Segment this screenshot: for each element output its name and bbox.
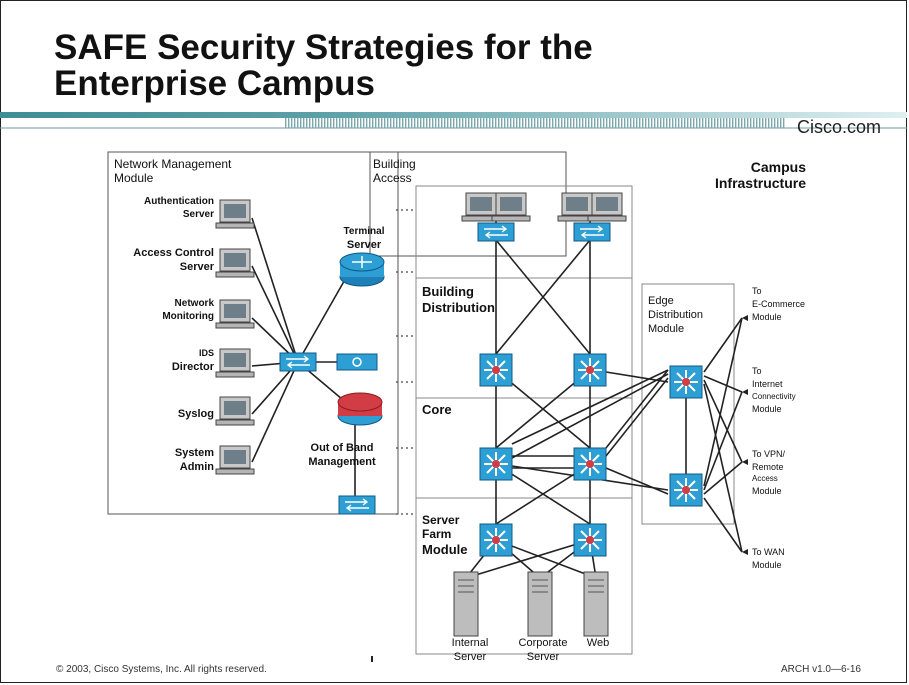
dest-arrowheads — [742, 315, 748, 555]
server-farm-label-1: Server — [422, 513, 460, 527]
dest-internet-line-3: Connectivity — [752, 392, 796, 401]
terminal-server-label-2: Server — [347, 239, 382, 251]
server-web-label-1: Web — [587, 637, 609, 649]
nm-host-ids: IDS Director — [172, 348, 255, 378]
nm-host-admin: System Admin — [175, 445, 255, 475]
edge-distribution-label-2: Distribution — [648, 309, 703, 321]
terminal-server-router — [339, 252, 385, 287]
server-corporate-label-1: Corporate — [519, 637, 568, 649]
dest-vpn-line-4: Module — [752, 486, 782, 496]
dest-ecommerce-line-3: Module — [752, 312, 782, 322]
server-internal-label-1: Internal — [452, 637, 489, 649]
dest-vpn-line-3: Access — [752, 474, 778, 483]
nm-leader-lines — [396, 209, 416, 515]
dest-ecommerce-line-1: To — [752, 286, 762, 296]
server-corporate — [527, 571, 553, 637]
dest-internet-line-2: Internet — [752, 379, 783, 389]
nm-host-admin-line-2: Admin — [180, 461, 215, 473]
building-access-label-2: Access — [373, 171, 412, 185]
server-farm-label-3: Module — [422, 542, 468, 557]
access-switch-left — [477, 222, 515, 242]
nm-host-ids-line-2: Director — [172, 361, 215, 373]
distribution-switch-right — [573, 353, 607, 387]
dest-wan-line-1: To WAN — [752, 547, 785, 557]
nm-host-acs-line-1: Access Control — [133, 247, 214, 259]
nm-host-monitoring: Network Monitoring — [162, 298, 255, 329]
nm-module-label-2: Module — [114, 171, 154, 185]
nm-host-auth: Authentication Server — [144, 196, 255, 229]
server-farm-label-2: Farm — [422, 527, 451, 541]
nm-host-syslog: Syslog — [178, 396, 255, 426]
nm-module-box — [107, 151, 399, 515]
server-internal — [453, 571, 479, 637]
campus-region-box — [415, 185, 633, 655]
access-pcs-left — [461, 192, 531, 222]
nm-host-monitoring-line-2: Monitoring — [162, 311, 214, 322]
edge-distribution-box — [641, 283, 735, 525]
distribution-switch-left — [479, 353, 513, 387]
dest-vpn-line-1: To VPN/ — [752, 449, 786, 459]
dest-ecommerce: To E-Commerce Module — [752, 286, 805, 322]
nm-host-auth-line-2: Server — [183, 209, 214, 220]
dest-wan: To WAN Module — [752, 547, 785, 570]
title-line-1: SAFE Security Strategies for the — [54, 28, 593, 67]
dest-internet-line-4: Module — [752, 404, 782, 414]
nm-host-syslog-line-1: Syslog — [178, 408, 214, 420]
core-switch-left — [479, 447, 513, 481]
dest-vpn-line-2: Remote — [752, 462, 784, 472]
building-access-label-1: Building — [373, 157, 416, 171]
dest-vpn: To VPN/ Remote Access Module — [752, 449, 786, 496]
terminal-server-label-1: Terminal — [344, 226, 385, 237]
oob-switch — [338, 495, 376, 515]
oob-label-2: Management — [308, 456, 376, 468]
slide-title: SAFE Security Strategies for the Enterpr… — [54, 30, 593, 102]
title-line-2: Enterprise Campus — [54, 64, 375, 103]
nm-host-admin-line-1: System — [175, 447, 214, 459]
access-pcs-right — [557, 192, 627, 222]
campus-infra-label-2: Infrastructure — [715, 175, 806, 191]
nm-host-acs: Access Control Server — [133, 247, 255, 278]
edge-distribution-label-1: Edge — [648, 295, 674, 307]
header-rule-bar — [0, 112, 907, 129]
core-label: Core — [422, 402, 452, 417]
nm-switch — [279, 352, 317, 372]
server-farm-switch-left — [479, 523, 513, 557]
dest-ecommerce-line-2: E-Commerce — [752, 299, 805, 309]
copyright-text: © 2003, Cisco Systems, Inc. All rights r… — [56, 664, 267, 675]
server-farm-switch-right — [573, 523, 607, 557]
oob-label-1: Out of Band — [311, 442, 374, 454]
dest-internet-line-1: To — [752, 366, 762, 376]
server-internal-label-2: Server — [454, 651, 487, 663]
access-switch-right — [573, 222, 611, 242]
server-corporate-label-2: Server — [527, 651, 560, 663]
building-distribution-label-2: Distribution — [422, 300, 495, 315]
nm-host-ids-line-1: IDS — [199, 348, 214, 358]
dest-internet: To Internet Connectivity Module — [752, 366, 796, 414]
nm-host-monitoring-line-1: Network — [175, 298, 215, 309]
core-switch-right — [573, 447, 607, 481]
nm-host-acs-line-2: Server — [180, 261, 215, 273]
edge-distribution-label-3: Module — [648, 323, 684, 335]
dest-wan-line-2: Module — [752, 560, 782, 570]
campus-infra-label-1: Campus — [751, 159, 806, 175]
ids-sensor — [336, 353, 378, 371]
building-distribution-label-1: Building — [422, 284, 474, 299]
edge-switch-top — [669, 365, 703, 399]
edge-switch-bottom — [669, 473, 703, 507]
oob-router — [337, 392, 383, 426]
server-web — [583, 571, 609, 637]
brand-link[interactable]: Cisco.com — [796, 117, 881, 137]
slide-code: ARCH v1.0—6-16 — [780, 664, 861, 675]
nm-module-label-1: Network Management — [114, 157, 232, 171]
nm-host-auth-line-1: Authentication — [144, 196, 214, 207]
